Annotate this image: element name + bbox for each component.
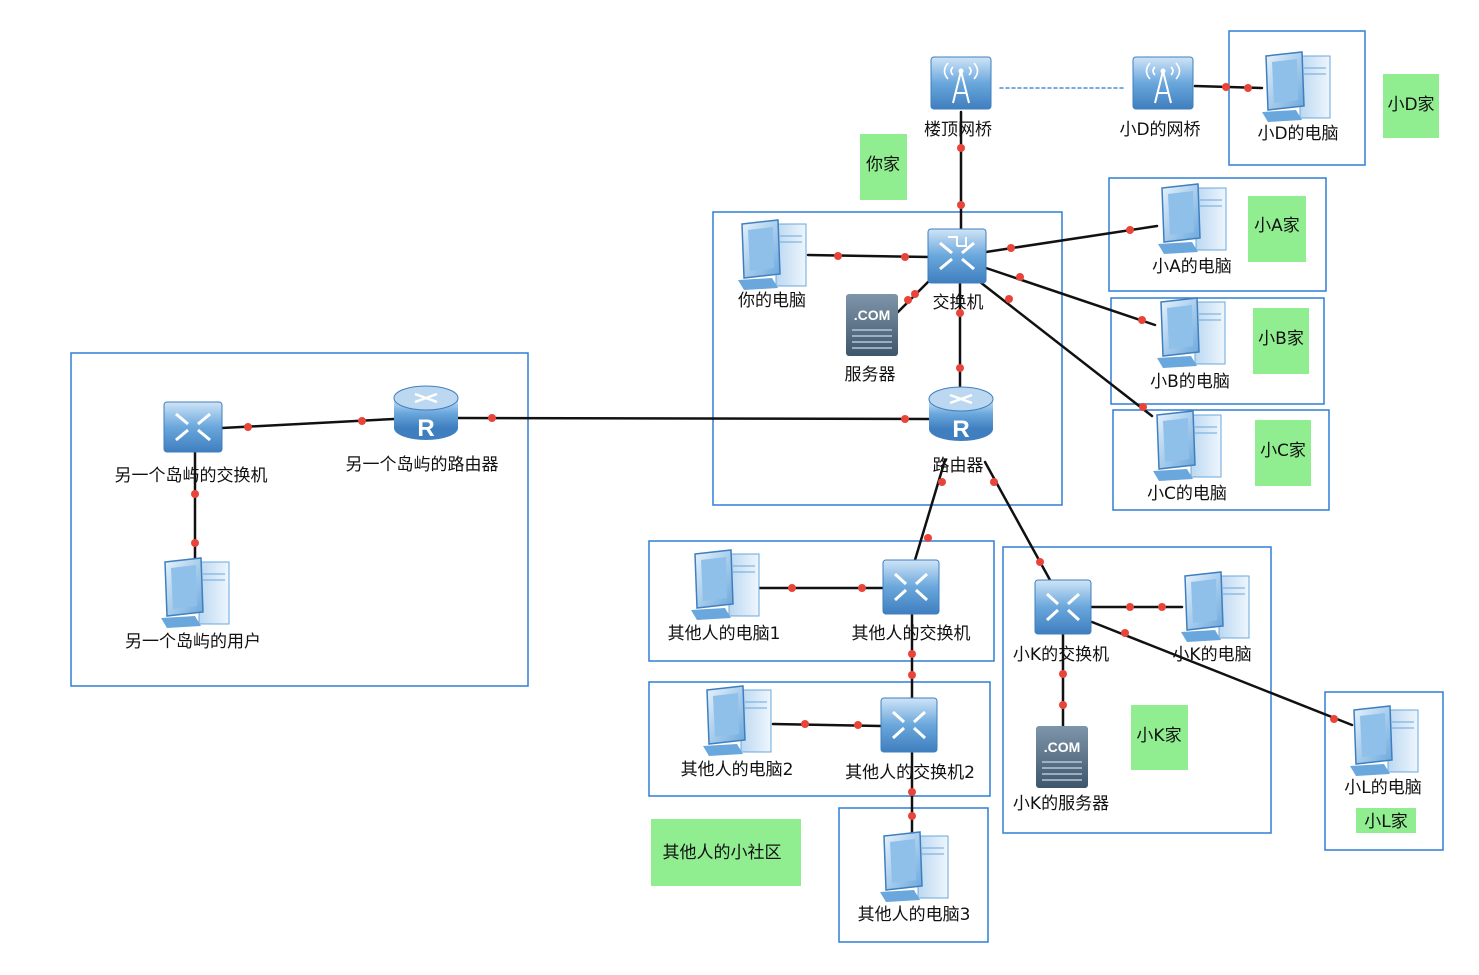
tag-xiaol: 小L家 — [1356, 808, 1416, 833]
label-server: 服务器 — [845, 365, 896, 385]
box-your-home — [712, 211, 1063, 506]
link-otherpc2-otherswitch2 — [771, 722, 883, 728]
tag-xiaok: 小K家 — [1131, 705, 1188, 770]
box-xiaok-home — [1002, 546, 1272, 834]
box-xiaod-home — [1228, 30, 1366, 166]
label-other-pc1: 其他人的电脑1 — [668, 624, 781, 644]
xiaoa-pc-icon[interactable] — [1158, 183, 1227, 254]
label-other-switch2: 其他人的交换机2 — [845, 763, 975, 783]
xiaok-switch-icon[interactable] — [1034, 579, 1092, 635]
box-other-2 — [648, 681, 991, 797]
xiaok-pc-icon[interactable] — [1181, 571, 1250, 642]
svg-text:R: R — [952, 416, 969, 443]
rooftop-bridge-icon[interactable] — [930, 56, 992, 110]
link-yourpc-switch — [806, 253, 932, 259]
switch-icon[interactable] — [927, 228, 987, 284]
label-island-switch: 另一个岛屿的交换机 — [115, 466, 268, 486]
endpoint-dots — [191, 83, 1338, 820]
label-rooftop-bridge: 楼顶网桥 — [924, 120, 992, 140]
box-xiaol-home — [1324, 691, 1444, 851]
label-xiaok-pc: 小K的电脑 — [1172, 645, 1251, 665]
box-other-3 — [838, 807, 989, 943]
box-xiaoc-home — [1112, 409, 1330, 511]
link-islandrouter-router — [456, 416, 932, 421]
tag-xiaok-text: 小K家 — [1136, 726, 1181, 746]
label-router: 路由器 — [933, 456, 984, 476]
other-pc3-icon[interactable] — [880, 831, 949, 902]
server-icon[interactable]: .COM — [846, 294, 898, 356]
region-boxes — [70, 30, 1444, 943]
label-xiaoc-pc: 小C的电脑 — [1147, 484, 1227, 504]
label-your-pc: 你的电脑 — [738, 291, 806, 311]
label-xiaol-pc: 小L的电脑 — [1344, 778, 1421, 798]
label-other-pc3: 其他人的电脑3 — [858, 905, 971, 925]
tags: 小D家 你家 小A家 小B家 小C家 小K家 小L家 其他人的小社区 — [651, 74, 1439, 886]
other-pc1-icon[interactable] — [691, 549, 760, 620]
box-xiaob-home — [1110, 297, 1325, 405]
label-xiaob-pc: 小B的电脑 — [1150, 372, 1230, 392]
svg-text:.COM: .COM — [854, 307, 891, 323]
label-other-switch: 其他人的交换机 — [852, 624, 971, 644]
link-switch-xiaob — [984, 266, 1157, 327]
xiaod-pc-icon[interactable] — [1262, 51, 1331, 122]
label-other-pc2: 其他人的电脑2 — [681, 760, 794, 780]
label-switch: 交换机 — [933, 293, 984, 313]
tag-xiaod: 小D家 — [1383, 74, 1439, 138]
tag-other-text: 其他人的小社区 — [663, 843, 782, 863]
link-xiaokswitch-xiaolpc — [1090, 620, 1354, 727]
link-switch-xiaoc — [978, 280, 1154, 418]
svg-text:R: R — [417, 415, 434, 442]
tag-other: 其他人的小社区 — [651, 819, 801, 886]
other-switch2-icon[interactable] — [880, 697, 938, 753]
box-island — [70, 352, 529, 687]
link-router-otherswitch — [913, 458, 947, 562]
xiaok-server-icon[interactable]: .COM — [1036, 726, 1088, 788]
links — [193, 84, 1354, 842]
tag-xiaob: 小B家 — [1253, 308, 1309, 374]
tag-xiaod-text: 小D家 — [1387, 95, 1434, 115]
router-icon[interactable]: R — [928, 386, 994, 443]
tag-xiaoa-text: 小A家 — [1254, 216, 1300, 236]
tag-xiaol-text: 小L家 — [1364, 812, 1407, 832]
label-island-user: 另一个岛屿的用户 — [125, 632, 261, 652]
box-other-1 — [648, 540, 995, 662]
tag-ni-text: 你家 — [866, 155, 900, 175]
tag-xiaoc: 小C家 — [1255, 420, 1311, 486]
tag-ni: 你家 — [860, 134, 907, 200]
label-xiaod-pc: 小D的电脑 — [1257, 124, 1338, 144]
tag-xiaoa: 小A家 — [1248, 196, 1306, 262]
tag-xiaoc-text: 小C家 — [1260, 441, 1306, 461]
other-pc2-icon[interactable] — [703, 685, 772, 756]
xiaod-bridge-icon[interactable] — [1132, 56, 1194, 110]
label-xiaok-server: 小K的服务器 — [1013, 794, 1109, 814]
device-labels: 楼顶网桥 小D的网桥 小D的电脑 你的电脑 交换机 服务器 路由器 小A的电脑 … — [115, 120, 1422, 925]
tag-xiaob-text: 小B家 — [1258, 329, 1304, 349]
island-router-icon[interactable]: R — [393, 385, 459, 442]
xiaob-pc-icon[interactable] — [1157, 297, 1226, 368]
xiaoc-pc-icon[interactable] — [1153, 410, 1222, 481]
label-xiaoa-pc: 小A的电脑 — [1152, 257, 1232, 277]
island-switch-icon[interactable] — [163, 401, 223, 453]
svg-text:.COM: .COM — [1044, 739, 1081, 755]
your-pc-icon[interactable] — [738, 219, 807, 290]
xiaol-pc-icon[interactable] — [1350, 705, 1419, 776]
label-xiaok-switch: 小K的交换机 — [1013, 645, 1109, 665]
devices: R R .COM .COM — [161, 51, 1419, 902]
island-user-pc-icon[interactable] — [161, 557, 230, 628]
other-switch-icon[interactable] — [882, 559, 940, 615]
label-island-router: 另一个岛屿的路由器 — [346, 455, 499, 475]
label-xiaod-bridge: 小D的网桥 — [1119, 120, 1200, 140]
